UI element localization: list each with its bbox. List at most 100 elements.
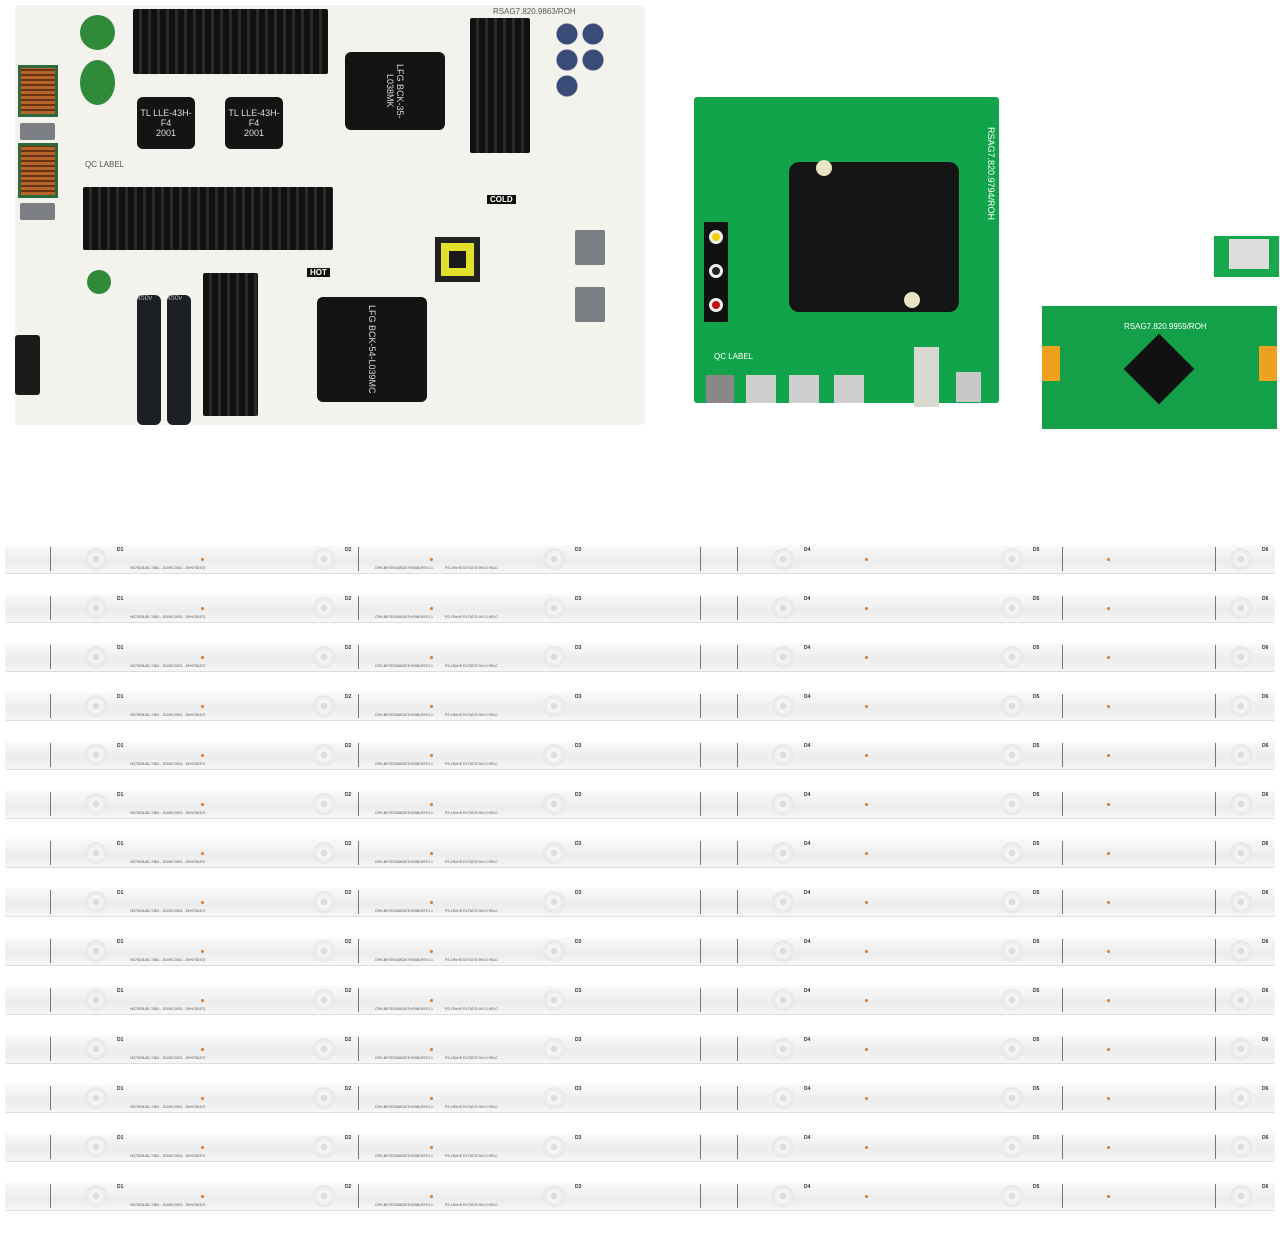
inductor-coil (18, 143, 58, 198)
strip-divider (700, 841, 701, 865)
led-lens (543, 793, 565, 815)
strip-divider (358, 988, 359, 1012)
strip-print: CRH-BK75S3UB030TH0388-REV1.1 (375, 811, 433, 815)
main-board: RSAG7.820.9794/ROH QC LABEL (694, 97, 999, 407)
led-label: D2 (345, 743, 352, 749)
strip-divider (700, 645, 701, 669)
strip-divider (358, 547, 359, 571)
strip-divider (1215, 694, 1216, 718)
led-dot (865, 656, 868, 659)
strip-print: PS-LRoHS EX76275 94V-0 HSLC (445, 1056, 498, 1060)
strip-divider (1215, 841, 1216, 865)
led-lens (1001, 1136, 1023, 1158)
led-lens (85, 1038, 107, 1060)
led-lens (543, 940, 565, 962)
led-dot (865, 999, 868, 1002)
led-dot (201, 950, 204, 953)
led-dot (430, 1146, 433, 1149)
led-label: D2 (345, 1184, 352, 1190)
led-lens (1001, 1185, 1023, 1207)
strip-divider (50, 792, 51, 816)
led-label: D6 (1262, 743, 1269, 749)
av-jacks (704, 222, 728, 322)
led-lens (1230, 597, 1252, 619)
strip-print: PS-LRoHS EX76275 94V-0 HSLC (445, 615, 498, 619)
strip-divider (358, 1086, 359, 1110)
led-dot (1107, 999, 1110, 1002)
led-lens (1001, 597, 1023, 619)
led-dot (430, 1048, 433, 1051)
strip-divider (700, 1184, 701, 1208)
strip-print: HD75D3U81-T4B1 - 20190C0001 - SHH75D470 (130, 958, 206, 962)
led-dot (1107, 1146, 1110, 1149)
strip-print: HD75D3U81-T4B1 - 20190C0001 - SHH75D470 (130, 860, 206, 864)
led-label: D3 (575, 792, 582, 798)
strip-divider (1062, 1135, 1063, 1159)
led-lens (1230, 646, 1252, 668)
main-transformer: LFG BCK-54-L039MC (317, 297, 427, 402)
strip-print: HD75D3U81-T4B1 - 20190C0001 - SHH75D470 (130, 1056, 206, 1060)
led-lens (772, 646, 794, 668)
led-dot (430, 999, 433, 1002)
led-lens (313, 891, 335, 913)
led-label: D1 (117, 1086, 124, 1092)
led-dot (430, 852, 433, 855)
strip-divider (737, 1086, 738, 1110)
strip-divider (50, 1135, 51, 1159)
led-dot (201, 1195, 204, 1198)
strip-divider (737, 890, 738, 914)
led-lens (543, 1136, 565, 1158)
led-dot (201, 1048, 204, 1051)
strip-divider (50, 547, 51, 571)
led-label: D5 (1033, 1184, 1040, 1190)
capacitor: 450v (167, 295, 191, 425)
strip-print: PS-LRoHS EX76275 94V-0 HSLC (445, 860, 498, 864)
hdmi-port (834, 375, 864, 403)
strip-divider (358, 1184, 359, 1208)
led-dot (1107, 901, 1110, 904)
led-dot (201, 901, 204, 904)
led-label: D5 (1033, 1037, 1040, 1043)
standoff (904, 292, 920, 308)
led-label: D4 (804, 645, 811, 651)
transformer-label: TL LLE-43H-F4 (140, 108, 192, 128)
led-lens (543, 695, 565, 717)
strip-print: HD75D3U81-T4B1 - 20190C0001 - SHH75D470 (130, 1105, 206, 1109)
strip-divider (1215, 596, 1216, 620)
led-dot (430, 803, 433, 806)
led-label: D3 (575, 1086, 582, 1092)
led-dot (865, 803, 868, 806)
strip-divider (700, 547, 701, 571)
led-label: D4 (804, 1037, 811, 1043)
led-lens (85, 989, 107, 1011)
led-lens (1230, 1185, 1252, 1207)
led-label: D4 (804, 1086, 811, 1092)
led-dot (430, 1195, 433, 1198)
led-label: D3 (575, 988, 582, 994)
led-lens (1001, 842, 1023, 864)
led-label: D2 (345, 596, 352, 602)
hdmi-port (746, 375, 776, 403)
led-label: D3 (575, 1135, 582, 1141)
led-lens (1001, 793, 1023, 815)
strip-divider (1215, 645, 1216, 669)
strip-divider (700, 792, 701, 816)
led-dot (201, 705, 204, 708)
led-dot (201, 1097, 204, 1100)
strip-divider (358, 792, 359, 816)
strip-print: HD75D3U81-T4B1 - 20190C0001 - SHH75D470 (130, 664, 206, 668)
led-lens (1230, 842, 1252, 864)
led-label: D6 (1262, 1037, 1269, 1043)
led-dot (430, 1097, 433, 1100)
standoff (816, 160, 832, 176)
led-lens (1230, 793, 1252, 815)
strip-divider (358, 939, 359, 963)
led-label: D1 (117, 1037, 124, 1043)
led-dot (1107, 754, 1110, 757)
led-label: D6 (1262, 1135, 1269, 1141)
white-jack (709, 264, 723, 278)
led-label: D4 (804, 841, 811, 847)
led-lens (313, 940, 335, 962)
